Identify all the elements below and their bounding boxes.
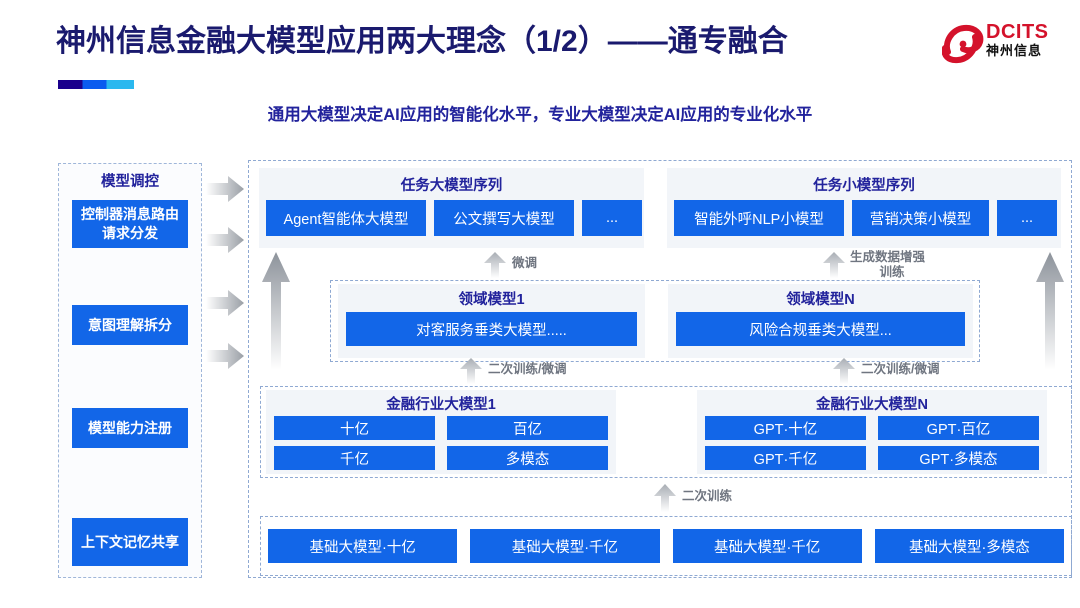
industry-model-n: 金融行业大模型N GPT·十亿 GPT·百亿 GPT·千亿 GPT·多模态: [697, 390, 1047, 474]
industry-model-1-grid: 十亿 百亿 千亿 多模态: [274, 416, 608, 470]
flow-arrow-up-retrain-right: [833, 358, 855, 384]
logo-wordmark: DCITS 神州信息: [986, 21, 1066, 59]
flow-arrow-up-left-tall: [262, 252, 290, 370]
industry-model-1-title: 金融行业大模型1: [386, 397, 496, 413]
task-large-model-sequence-title: 任务大模型序列: [400, 178, 503, 194]
industry-n-cell-1[interactable]: GPT·十亿: [705, 416, 866, 440]
base-models-row: 基础大模型·十亿 基础大模型·千亿 基础大模型·千亿 基础大模型·多模态: [268, 529, 1064, 563]
industry-models-container: [260, 386, 1072, 478]
control-item-context[interactable]: 上下文记忆共享: [72, 518, 188, 566]
industry-1-cell-2[interactable]: 百亿: [447, 416, 608, 440]
caption-data-augmentation-l2: 训练: [879, 265, 905, 279]
task-small-model-chip-row: 智能外呼NLP小模型 营销决策小模型 ...: [674, 200, 1057, 236]
dcits-swirl-icon: [941, 24, 984, 64]
domain-model-n-title: 领域模型N: [786, 292, 855, 308]
flow-arrow-up-data-aug: [823, 252, 845, 278]
domain-model-1-chip[interactable]: 对客服务垂类大模型.....: [346, 312, 637, 346]
flow-arrow-right-1: [206, 176, 244, 202]
chip-document-writing-model[interactable]: 公文撰写大模型: [434, 200, 574, 236]
industry-model-n-grid: GPT·十亿 GPT·百亿 GPT·千亿 GPT·多模态: [705, 416, 1039, 470]
industry-1-cell-1[interactable]: 十亿: [274, 416, 435, 440]
control-item-capability[interactable]: 模型能力注册: [72, 408, 188, 448]
flow-arrow-right-3: [206, 290, 244, 316]
domain-model-1: 领域模型1 对客服务垂类大模型.....: [338, 284, 645, 358]
flow-arrow-right-2: [206, 227, 244, 253]
page-title: 神州信息金融大模型应用两大理念（1/2）——通专融合: [56, 25, 788, 58]
industry-n-cell-3[interactable]: GPT·千亿: [705, 446, 866, 470]
architecture-container: [248, 160, 1072, 578]
base-model-3[interactable]: 基础大模型·千亿: [672, 529, 862, 563]
brand-logo: DCITS 神州信息: [941, 20, 1066, 72]
caption-data-augmentation-l1: 生成数据增强: [850, 250, 926, 264]
base-model-2[interactable]: 基础大模型·千亿: [470, 529, 660, 563]
task-small-model-sequence: 任务小模型序列 智能外呼NLP小模型 营销决策小模型 ...: [667, 168, 1061, 248]
chip-agent-model[interactable]: Agent智能体大模型: [266, 200, 426, 236]
caption-retrain: 二次训练: [682, 489, 733, 503]
task-large-model-sequence: 任务大模型序列 Agent智能体大模型 公文撰写大模型 ...: [259, 168, 644, 248]
logo-brand-cn: 神州信息: [986, 43, 1043, 58]
task-large-model-chip-row: Agent智能体大模型 公文撰写大模型 ...: [266, 200, 642, 236]
control-item-intent[interactable]: 意图理解拆分: [72, 305, 188, 345]
caption-fine-tune: 微调: [512, 256, 538, 270]
industry-model-n-title: 金融行业大模型N: [816, 397, 928, 413]
domain-models-container: [330, 280, 980, 362]
flow-arrow-up-retrain-left: [460, 358, 482, 384]
industry-n-cell-4[interactable]: GPT·多模态: [878, 446, 1039, 470]
domain-model-n-chip[interactable]: 风险合规垂类大模型...: [676, 312, 965, 346]
caption-retrain-tune-right: 二次训练/微调: [861, 362, 940, 376]
task-small-model-sequence-title: 任务小模型序列: [813, 178, 915, 194]
domain-model-n: 领域模型N 风险合规垂类大模型...: [668, 284, 973, 358]
base-models-container: [260, 516, 1072, 576]
industry-model-1: 金融行业大模型1 十亿 百亿 千亿 多模态: [266, 390, 616, 474]
industry-1-cell-4[interactable]: 多模态: [447, 446, 608, 470]
flow-arrow-up-right-tall: [1036, 252, 1064, 370]
chip-outbound-nlp-model[interactable]: 智能外呼NLP小模型: [674, 200, 844, 236]
caption-retrain-tune-left: 二次训练/微调: [488, 362, 567, 376]
flow-arrow-up-retrain-base: [654, 484, 676, 512]
logo-brand-latin: DCITS: [986, 21, 1049, 43]
flow-arrow-up-fine-tune: [484, 252, 506, 278]
industry-1-cell-3[interactable]: 千亿: [274, 446, 435, 470]
model-control-title: 模型调控: [101, 174, 159, 190]
base-model-4[interactable]: 基础大模型·多模态: [874, 529, 1064, 563]
industry-n-cell-2[interactable]: GPT·百亿: [878, 416, 1039, 440]
title-accent-bar: [58, 80, 134, 89]
chip-more-small[interactable]: ...: [997, 200, 1057, 236]
flow-arrow-right-4: [206, 343, 244, 369]
chip-marketing-decision-model[interactable]: 营销决策小模型: [852, 200, 989, 236]
chip-more-large[interactable]: ...: [582, 200, 642, 236]
control-item-router[interactable]: 控制器消息路由请求分发: [72, 200, 188, 248]
base-model-1[interactable]: 基础大模型·十亿: [268, 529, 458, 563]
page-subtitle: 通用大模型决定AI应用的智能化水平，专业大模型决定AI应用的专业化水平: [267, 106, 813, 124]
domain-model-1-title: 领域模型1: [458, 292, 525, 308]
